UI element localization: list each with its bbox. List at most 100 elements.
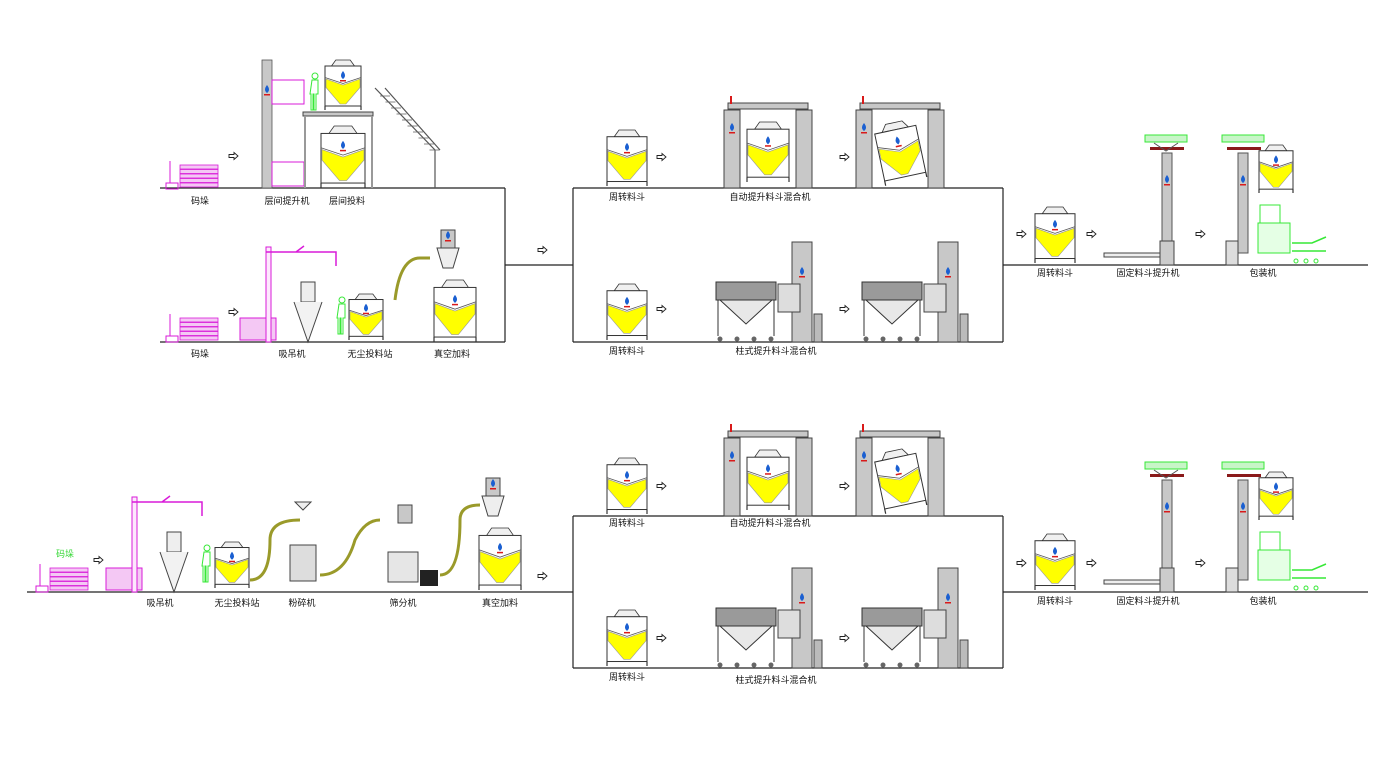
pallet-stack-top (165, 161, 219, 190)
brand-drop-logo-icon (1164, 502, 1170, 513)
transfer-bin-1a (606, 129, 648, 186)
hose-vacuum-2 (439, 503, 481, 577)
arrow-18 (1086, 558, 1097, 568)
label-dustless-station-2: 无尘投料站 (214, 599, 260, 609)
brand-drop-logo-icon (363, 303, 369, 315)
label-vacuum-feeding-2: 真空加料 (481, 599, 519, 609)
arrow-10 (1195, 229, 1206, 239)
brand-drop-logo-icon (340, 71, 346, 82)
label-packer-2: 包装机 (1249, 597, 1277, 607)
label-pallet-bottom: 码垛 (190, 350, 210, 360)
transfer-bin-2c (1034, 533, 1076, 590)
packer-2 (1221, 461, 1327, 593)
sieve-body (387, 551, 419, 583)
dustless-station-1 (348, 293, 384, 340)
label-transfer-bin-2a: 周转料斗 (608, 519, 646, 529)
vacuum-loader-2 (478, 477, 522, 590)
arrow-7 (839, 304, 850, 314)
arrow-17 (1016, 558, 1027, 568)
label-floor-lift: 层间提升机 (264, 197, 310, 207)
arrow-3 (537, 245, 548, 255)
pallet-stack-bottom (165, 314, 219, 343)
floor-feed-bin (320, 125, 366, 188)
transfer-bin-1c (1034, 206, 1076, 263)
brand-drop-logo-icon (861, 123, 867, 134)
hose-sieve (319, 518, 381, 577)
column-mixer-1a (715, 241, 823, 343)
arrow-13 (656, 481, 667, 491)
brand-drop-logo-icon (729, 123, 735, 134)
packer-1 (1221, 134, 1327, 266)
arrow-8 (1016, 229, 1027, 239)
arrow-6 (656, 304, 667, 314)
packer-bin (1258, 144, 1294, 193)
auto-mixer-1a (723, 96, 813, 189)
brand-drop-logo-icon (340, 140, 346, 152)
transfer-bin-1b (606, 283, 648, 340)
arrow-16 (839, 633, 850, 643)
arrow-5 (839, 152, 850, 162)
label-column-lift-mixer-1: 柱式提升料斗混合机 (735, 347, 817, 357)
brand-drop-logo-icon (945, 593, 951, 604)
vacuum-lifter-1 (265, 245, 337, 344)
column-mixer-2b (861, 567, 969, 669)
label-vacuum-lifter: 吸吊机 (278, 350, 306, 360)
brand-drop-logo-icon (624, 470, 630, 482)
brand-drop-logo-icon (861, 451, 867, 462)
floor-lift-column (261, 59, 273, 189)
label-auto-lift-mixer-2: 自动提升料斗混合机 (729, 519, 811, 529)
brand-drop-logo-icon (1240, 502, 1246, 513)
mixer-bin (746, 449, 790, 510)
brand-drop-logo-icon (445, 231, 451, 242)
brand-drop-logo-icon (1052, 546, 1058, 558)
fixed-lifter-2 (1103, 461, 1188, 593)
vacuum-lifter-2 (131, 495, 203, 594)
brand-drop-logo-icon (765, 464, 771, 475)
feed-bin (433, 279, 477, 342)
label-pallet-flow2: 码垛 (55, 550, 75, 560)
brand-drop-logo-icon (490, 479, 496, 490)
arrow-4 (656, 152, 667, 162)
brand-drop-logo-icon (799, 593, 805, 604)
label-packer-1: 包装机 (1249, 269, 1277, 279)
brand-drop-logo-icon (1273, 482, 1279, 493)
brand-drop-logo-icon (624, 142, 630, 154)
vacuum-loader-1 (433, 229, 477, 342)
mezzanine-platform (302, 111, 374, 117)
arrow-2 (228, 307, 239, 317)
brand-drop-logo-icon (945, 267, 951, 278)
brand-drop-logo-icon (799, 267, 805, 278)
mixer-bin (874, 448, 928, 514)
label-transfer-bin-1b: 周转料斗 (608, 347, 646, 357)
label-fixed-bin-lifter-1: 固定料斗提升机 (1116, 269, 1180, 279)
arrow-15 (656, 633, 667, 643)
brand-drop-logo-icon (229, 551, 235, 563)
dustless-bin-top (324, 59, 362, 110)
arrow-1 (228, 151, 239, 161)
hose-crusher (249, 518, 301, 582)
sieve-bin (420, 570, 438, 586)
arrow-11 (93, 555, 104, 565)
label-transfer-bin-2b: 周转料斗 (608, 673, 646, 683)
brand-drop-logo-icon (624, 296, 630, 308)
auto-mixer-2b (855, 424, 945, 517)
label-sieve: 筛分机 (389, 599, 417, 609)
label-transfer-bin-1c: 周转料斗 (1036, 269, 1074, 279)
brand-drop-logo-icon (1240, 175, 1246, 186)
brand-drop-logo-icon (624, 622, 630, 634)
operator-station-2 (201, 544, 211, 583)
floor-lift-cage (271, 79, 305, 105)
pallet-stack-flow2 (35, 564, 89, 593)
crusher-cyclone (293, 501, 313, 511)
arrow-14 (839, 481, 850, 491)
label-transfer-bin-2c: 周转料斗 (1036, 597, 1074, 607)
feed-bin (478, 527, 522, 590)
crusher-body (289, 544, 317, 582)
label-fixed-bin-lifter-2: 固定料斗提升机 (1116, 597, 1180, 607)
label-crusher: 粉碎机 (288, 599, 316, 609)
floor-lift-cage-lower (271, 161, 305, 187)
transfer-bin-2a (606, 457, 648, 514)
brand-drop-logo-icon (452, 294, 458, 306)
